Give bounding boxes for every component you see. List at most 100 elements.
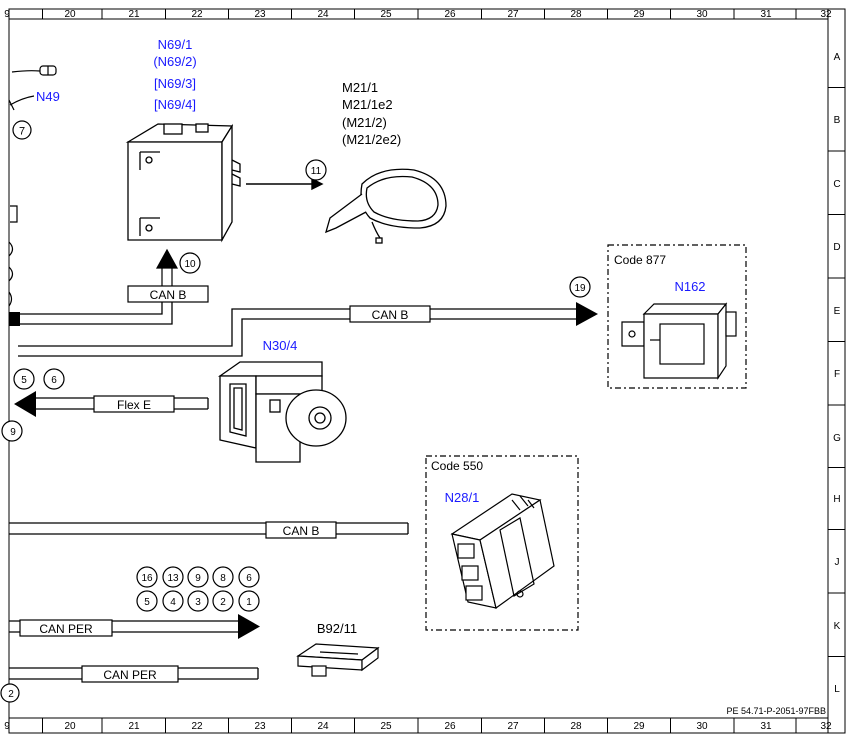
column-label-top: 9 bbox=[4, 9, 10, 20]
connection-circle bbox=[187, 590, 209, 612]
n162-label: N162 bbox=[674, 279, 705, 294]
grid-column-ticks bbox=[42, 9, 797, 733]
component-n30-4 bbox=[217, 361, 347, 463]
m21-1e2-label: M21/1e2 bbox=[342, 97, 393, 112]
module-n28-1 bbox=[450, 493, 555, 610]
n69-1-label: N69/1 bbox=[158, 37, 193, 52]
column-label-bottom: 26 bbox=[444, 721, 456, 732]
row-label: C bbox=[833, 179, 840, 190]
connection-circle-label: 16 bbox=[141, 573, 153, 584]
column-label-bottom: 30 bbox=[696, 721, 708, 732]
connection-circle-label: 2 bbox=[220, 597, 226, 608]
n49-connector bbox=[8, 65, 57, 111]
column-label-bottom: 23 bbox=[254, 721, 266, 732]
can-b-label-box-3: CAN B bbox=[265, 521, 337, 539]
column-label-bottom: 28 bbox=[570, 721, 582, 732]
circle-5-left-label: 5 bbox=[21, 375, 27, 386]
can-b-bus-long bbox=[18, 308, 578, 357]
row-label: G bbox=[833, 433, 841, 444]
circle-11-label: 11 bbox=[311, 166, 322, 177]
n69-2-label: (N69/2) bbox=[153, 54, 196, 69]
code-550-label: Code 550 bbox=[431, 459, 483, 473]
b92-11-label: B92/11 bbox=[317, 621, 357, 636]
connection-circle bbox=[212, 566, 234, 588]
side-mirror bbox=[325, 168, 447, 244]
column-label-bottom: 20 bbox=[64, 721, 76, 732]
connection-circle-label: 1 bbox=[246, 597, 252, 608]
circle-7-label: 7 bbox=[19, 126, 25, 138]
row-label: F bbox=[834, 369, 840, 380]
circle-5-left: 5 bbox=[13, 368, 35, 390]
control-unit-n69-1 bbox=[125, 123, 241, 243]
column-label-bottom: 21 bbox=[128, 721, 140, 732]
m21-1-label: M21/1 bbox=[342, 80, 378, 95]
can-b-label-box-2: CAN B bbox=[349, 305, 431, 323]
connection-circle bbox=[238, 566, 260, 588]
m21-2e2-label: (M21/2e2) bbox=[342, 132, 401, 147]
connection-circle bbox=[187, 566, 209, 588]
connection-circle bbox=[136, 590, 158, 612]
m21-2-label: (M21/2) bbox=[342, 115, 387, 130]
connection-circle bbox=[162, 590, 184, 612]
flex-e-label-box: Flex E bbox=[93, 395, 175, 413]
can-b-label-1: CAN B bbox=[150, 288, 187, 302]
can-b-label-3: CAN B bbox=[283, 524, 320, 538]
connection-circle-label: 6 bbox=[246, 573, 252, 584]
column-label-top: 26 bbox=[444, 9, 456, 20]
row-label: E bbox=[834, 306, 841, 317]
circle-10: 10 bbox=[179, 252, 201, 274]
column-label-top: 22 bbox=[191, 9, 203, 20]
can-per-arrowhead bbox=[238, 614, 260, 639]
circle-19: 19 bbox=[569, 276, 591, 298]
column-label-top: 23 bbox=[254, 9, 266, 20]
circle-2-left: 2 bbox=[0, 683, 20, 703]
up-arrow bbox=[155, 248, 179, 288]
circle-11: 11 bbox=[305, 159, 327, 181]
connection-circle-label: 9 bbox=[195, 573, 201, 584]
column-label-top: 32 bbox=[820, 9, 832, 20]
column-label-top: 31 bbox=[760, 9, 772, 20]
circle-9-left: 9 bbox=[1, 420, 23, 442]
column-label-top: 24 bbox=[317, 9, 329, 20]
code-550-box bbox=[425, 455, 579, 631]
n49-label: N49 bbox=[36, 89, 60, 104]
circle-6-left: 6 bbox=[43, 368, 65, 390]
arrow-to-mirror bbox=[246, 177, 324, 191]
can-per-label-box-1: CAN PER bbox=[19, 619, 113, 637]
row-label: B bbox=[834, 115, 841, 126]
column-label-top: 29 bbox=[633, 9, 645, 20]
connection-circle bbox=[136, 566, 158, 588]
reference-code: PE 54.71-P-2051-97FBB bbox=[726, 706, 826, 716]
column-label-bottom: 27 bbox=[507, 721, 519, 732]
column-label-top: 25 bbox=[380, 9, 392, 20]
column-label-bottom: 9 bbox=[4, 721, 10, 732]
code-877-label: Code 877 bbox=[614, 253, 666, 267]
connection-circle bbox=[212, 590, 234, 612]
connection-circle-label: 8 bbox=[220, 573, 226, 584]
can-b-bus-lower bbox=[9, 522, 409, 535]
row-label: K bbox=[834, 621, 841, 632]
module-n162 bbox=[621, 302, 737, 380]
connection-circle-label: 5 bbox=[144, 597, 150, 608]
row-label: L bbox=[834, 684, 840, 695]
can-b-right-arrowhead bbox=[576, 302, 598, 326]
column-label-bottom: 24 bbox=[317, 721, 329, 732]
n28-1-label: N28/1 bbox=[445, 490, 480, 505]
circle-10-label: 10 bbox=[184, 259, 196, 270]
can-per-label-2: CAN PER bbox=[103, 668, 157, 682]
row-label: H bbox=[833, 494, 840, 505]
can-b-bus-left bbox=[18, 302, 173, 325]
row-label: D bbox=[833, 242, 840, 253]
column-label-bottom: 22 bbox=[191, 721, 203, 732]
column-label-top: 27 bbox=[507, 9, 519, 20]
column-label-top: 30 bbox=[696, 9, 708, 20]
column-label-top: 20 bbox=[64, 9, 76, 20]
sensor-b92-11 bbox=[296, 643, 380, 677]
can-per-label-1: CAN PER bbox=[39, 622, 93, 636]
column-label-top: 28 bbox=[570, 9, 582, 20]
